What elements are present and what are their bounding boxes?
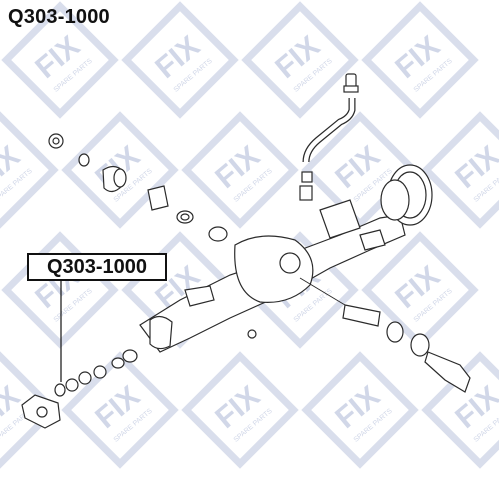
pinion-leader [299, 277, 346, 306]
axle-housing [139, 199, 406, 353]
breather-hose [299, 73, 359, 201]
axle-seal-set [54, 349, 138, 397]
ring-gear [380, 164, 433, 226]
axle-flange [21, 394, 61, 429]
pinion-gear-bearing [342, 304, 471, 393]
watermark-pattern [0, 6, 499, 463]
pinion-nut-washer-set [48, 133, 228, 242]
page-title-part-number: Q303-1000 [8, 6, 110, 28]
part-callout-box: Q303-1000 [27, 253, 167, 281]
